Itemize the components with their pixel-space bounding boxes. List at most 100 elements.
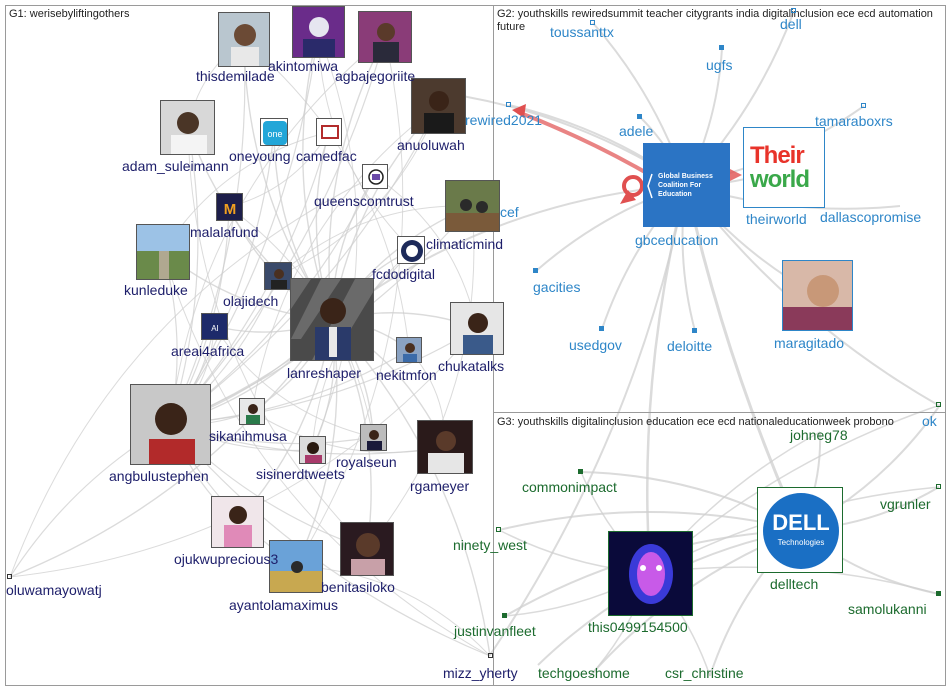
avatar-royalseun[interactable]: [360, 424, 387, 451]
avatar-adam-suleimann[interactable]: [160, 100, 215, 155]
group-title-g1: G1: werisebyliftingothers: [9, 8, 130, 20]
node-toussanttx[interactable]: [590, 20, 595, 25]
logo-oneyoung[interactable]: one: [260, 118, 288, 146]
label-theirworld: theirworld: [746, 211, 807, 227]
label-ugfs: ugfs: [706, 57, 733, 73]
label-justinvanfleet: justinvanfleet: [454, 623, 536, 639]
edge: [277, 105, 439, 277]
avatar-climaticmind[interactable]: [445, 180, 500, 232]
label-gacities: gacities: [533, 279, 581, 295]
label-oluwamayowatj: oluwamayowatj: [6, 582, 102, 598]
avatar-anuoluwah[interactable]: [411, 78, 466, 134]
edge: [295, 36, 404, 567]
edge: [9, 327, 478, 578]
avatar-angbulustephen[interactable]: [130, 384, 211, 465]
label-agbajegoriite: agbajegoriite: [335, 68, 416, 84]
label-sisinerdtweets: sisinerdtweets: [256, 466, 345, 482]
label-queenscomtrust: queenscomtrust: [314, 193, 414, 209]
node-usedgov[interactable]: [599, 326, 604, 331]
theirworld-logo-line2: world: [750, 166, 810, 193]
label-this0499154500: this0499154500: [588, 619, 688, 635]
node-ok[interactable]: [936, 402, 941, 407]
avatar-akintomiwa[interactable]: [292, 6, 345, 58]
avatar-kunleduke[interactable]: [136, 224, 190, 280]
logo-camedfac[interactable]: [316, 118, 342, 146]
label-gbceducation: gbceducation: [635, 232, 719, 248]
label-areai4africa: areai4africa: [171, 343, 245, 359]
avatar-chukatalks[interactable]: [450, 302, 504, 355]
node-dell[interactable]: [791, 8, 796, 13]
label-benitasiloko: benitasiloko: [321, 579, 395, 595]
logo-delltech[interactable]: DELL Technologies: [757, 487, 843, 573]
node-deloitte[interactable]: [692, 328, 697, 333]
edge: [251, 105, 439, 412]
avatar-olajidech[interactable]: [264, 262, 292, 290]
label-oneyoung: oneyoung: [229, 148, 291, 164]
dell-logo-text: DELL: [772, 510, 830, 535]
label-ninety-west: ninety_west: [453, 537, 527, 553]
node-vgrunler[interactable]: [936, 484, 941, 489]
avatar-benitasiloko[interactable]: [340, 522, 394, 576]
avatar-nekitmfon[interactable]: [396, 337, 422, 363]
node-tamaraboxrs[interactable]: [861, 103, 866, 108]
label-vgrunler: vgrunler: [880, 496, 931, 512]
avatar-lanreshaper[interactable]: [290, 278, 374, 361]
node-ninety-west[interactable]: [496, 527, 501, 532]
edge: [169, 39, 246, 425]
avatar-ayantolamaximus[interactable]: [269, 540, 323, 593]
edge: [243, 39, 410, 351]
label-cef: cef: [500, 204, 519, 220]
avatar-sikanihmusa[interactable]: [239, 398, 265, 425]
node-mizz-yherty[interactable]: [488, 653, 493, 658]
label-johneg78: johneg78: [790, 427, 848, 443]
theirworld-logo-line1: Their: [750, 142, 805, 169]
node-adele[interactable]: [637, 114, 642, 119]
label-dell: dell: [780, 16, 802, 32]
node-ugfs[interactable]: [719, 45, 724, 50]
logo-malalafund[interactable]: M: [216, 193, 243, 221]
edge: [311, 31, 358, 451]
node-oluwamayowatj[interactable]: [7, 574, 12, 579]
label-adele: adele: [619, 123, 654, 139]
logo-fcdodigital[interactable]: [397, 236, 425, 264]
logo-areai4africa[interactable]: AI: [201, 313, 228, 340]
avatar-this0499154500[interactable]: [608, 531, 693, 616]
avatar-agbajegoriite[interactable]: [358, 11, 412, 63]
edge: [169, 31, 319, 425]
node-rewired2021[interactable]: [506, 102, 511, 107]
label-dallascopromise: dallascopromise: [820, 209, 922, 225]
self-loop: [622, 175, 644, 197]
avatar-maragitado[interactable]: [782, 260, 853, 331]
label-kunleduke: kunleduke: [124, 282, 188, 298]
logo-gbceducation[interactable]: Global Business Coalition For Education: [643, 143, 730, 227]
logo-queenscomtrust[interactable]: [362, 164, 388, 189]
label-ok: ok: [922, 413, 937, 429]
node-commonimpact[interactable]: [578, 469, 583, 474]
node-gacities[interactable]: [533, 268, 538, 273]
edge: [213, 325, 374, 438]
edge: [366, 205, 475, 550]
avatar-sisinerdtweets[interactable]: [299, 436, 326, 464]
edge: [684, 184, 802, 531]
edge: [187, 127, 368, 550]
label-anuoluwah: anuoluwah: [397, 137, 465, 153]
label-malalafund: malalafund: [190, 224, 259, 240]
label-ojukwuprecious3: ojukwuprecious3: [174, 551, 279, 567]
group-title-g3: G3: youthskills digitalinclusion educati…: [497, 416, 894, 428]
label-nekitmfon: nekitmfon: [376, 367, 437, 383]
avatar-rgameyer[interactable]: [417, 420, 473, 474]
avatar-ojukwuprecious3[interactable]: [211, 496, 264, 548]
edge: [169, 36, 386, 425]
group-panel-g3: [493, 412, 946, 686]
logo-theirworld[interactable]: Their world: [743, 127, 825, 208]
node-justinvanfleet[interactable]: [502, 613, 507, 618]
label-deloitte: deloitte: [667, 338, 713, 354]
label-climaticmind: climaticmind: [426, 236, 504, 252]
node-samolukanni[interactable]: [936, 591, 941, 596]
label-camedfac: camedfac: [296, 148, 357, 164]
avatar-thisdemilade[interactable]: [218, 12, 270, 67]
label-techgoeshome: techgoeshome: [538, 665, 630, 681]
edge: [489, 184, 687, 656]
label-fcdodigital: fcdodigital: [372, 266, 436, 282]
